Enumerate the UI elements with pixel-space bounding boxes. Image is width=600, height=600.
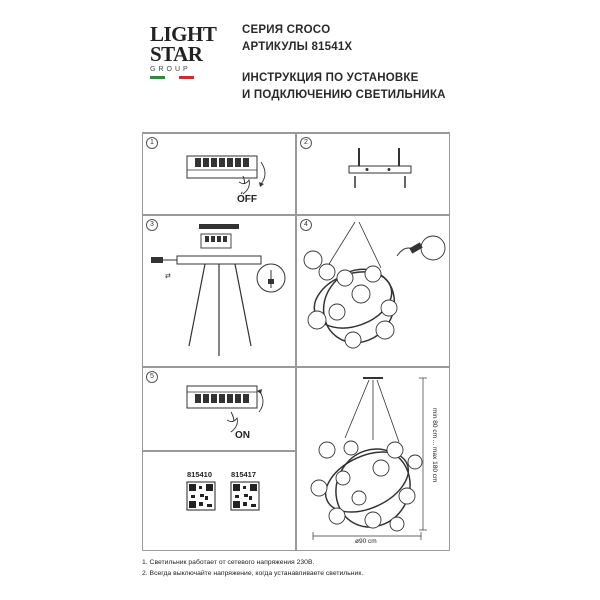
circuit-breaker-off-illustration — [186, 155, 266, 195]
svg-text:⇄: ⇄ — [165, 272, 171, 280]
note-2: 2. Всегда выключайте напряжение, когда у… — [142, 570, 364, 577]
step-2-number: 2 — [300, 137, 312, 149]
step-4-number: 4 — [300, 219, 312, 231]
wiring-connection-illustration: ⇄ — [151, 224, 286, 356]
step-2-panel: 2 — [296, 133, 450, 215]
logo-line-2: STAR — [150, 42, 203, 66]
off-label: OFF — [237, 194, 257, 205]
bulb-installation-illustration — [303, 221, 446, 349]
instruction-grid: 1 OFF 2 3 — [142, 132, 450, 551]
on-label: ON — [235, 430, 250, 441]
step-1-number: 1 — [146, 137, 158, 149]
brand-logo: LIGHT STAR GROUP — [150, 24, 220, 79]
qr-codes — [186, 481, 260, 511]
step-5-panel: 5 ON — [142, 367, 296, 451]
product-code-2: 815417 — [231, 470, 257, 479]
step-1-panel: 1 OFF — [142, 133, 296, 215]
italian-flag-icon — [150, 76, 195, 79]
logo-group: GROUP — [150, 66, 191, 73]
step-3-panel: 3 ⇄ — [142, 215, 296, 367]
instruction-line-1: ИНСТРУКЦИЯ ПО УСТАНОВКЕ — [242, 72, 419, 84]
qr-code-icon — [186, 481, 216, 511]
step-3-number: 3 — [146, 219, 158, 231]
step-5-number: 5 — [146, 371, 158, 383]
series-title: СЕРИЯ CROCO — [242, 24, 331, 36]
diameter-dimension: ø90 cm — [355, 538, 377, 545]
qr-code-icon — [230, 481, 260, 511]
chandelier-dimensions-illustration — [310, 377, 427, 540]
circuit-breaker-on-illustration — [186, 385, 264, 433]
note-1: 1. Светильник работает от сетевого напря… — [142, 559, 315, 566]
product-code-1: 815410 — [187, 470, 213, 479]
step-4-panel: 4 — [296, 215, 450, 367]
logo-line-1: LIGHT — [150, 22, 217, 46]
instruction-line-2: И ПОДКЛЮЧЕНИЮ СВЕТИЛЬНИКА — [242, 89, 446, 101]
height-dimension: min 80 cm ... max 180 cm — [431, 408, 438, 483]
notes: 1. Светильник работает от сетевого напря… — [142, 550, 450, 579]
articles-title: АРТИКУЛЫ 81541X — [242, 41, 353, 53]
instruction-header: ИНСТРУКЦИЯ ПО УСТАНОВКЕ И ПОДКЛЮЧЕНИЮ СВ… — [242, 70, 446, 104]
mounting-bracket-illustration — [348, 148, 412, 188]
dimensions-panel: min 80 cm ... max 180 cm ø90 cm — [296, 367, 450, 551]
qr-codes-panel: 815410 815417 — [142, 451, 296, 551]
series-header: СЕРИЯ CROCO АРТИКУЛЫ 81541X — [242, 22, 352, 56]
